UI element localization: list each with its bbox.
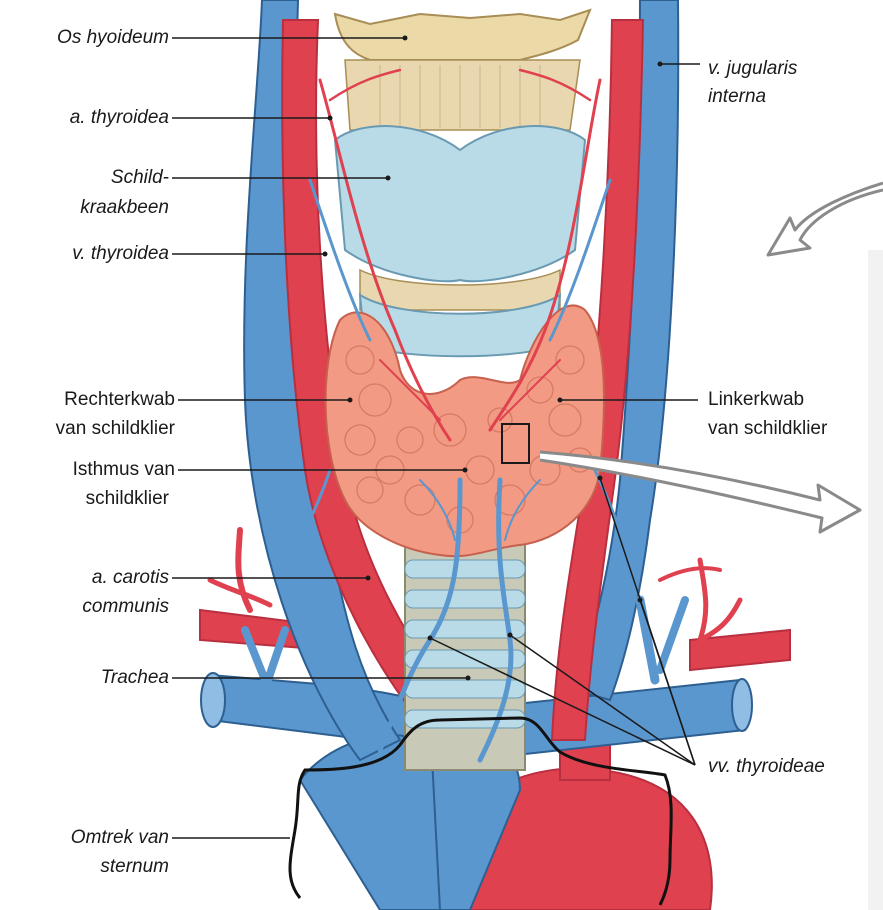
hyoid-bone bbox=[333, 8, 592, 61]
side-panel bbox=[868, 250, 883, 910]
leader-dots bbox=[322, 35, 663, 681]
label-omtrek-2: sternum bbox=[100, 856, 169, 877]
label-a-carotis-1: a. carotis bbox=[91, 567, 169, 588]
thyroid-cartilage bbox=[333, 125, 587, 283]
label-schildkraakbeen-1: Schild- bbox=[110, 167, 169, 188]
callout-arrows bbox=[539, 181, 883, 534]
label-a-carotis-2: communis bbox=[82, 596, 169, 617]
label-os-hyoideum: Os hyoideum bbox=[57, 27, 169, 48]
label-schildkraakbeen-2: kraakbeen bbox=[80, 197, 169, 218]
detail-box bbox=[501, 423, 530, 464]
label-vv-thyroideae: vv. thyroideae bbox=[708, 756, 825, 777]
label-trachea: Trachea bbox=[100, 667, 169, 688]
label-rechterkwab-1: Rechterkwab bbox=[64, 389, 175, 410]
leader-lines bbox=[172, 37, 700, 839]
thyroid-gland bbox=[324, 304, 606, 558]
small-branches bbox=[207, 527, 743, 685]
label-linkerkwab-2: van schildklier bbox=[708, 418, 828, 439]
thyroid-vessels bbox=[298, 68, 622, 763]
label-linkerkwab-1: Linkerkwab bbox=[708, 389, 805, 410]
label-v-jugularis-1: v. jugularis bbox=[708, 58, 798, 79]
label-isthmus-2: schildklier bbox=[85, 488, 169, 509]
label-rechterkwab-2: van schildklier bbox=[55, 418, 175, 439]
label-a-thyroidea: a. thyroidea bbox=[69, 107, 169, 128]
sternum-outline bbox=[288, 716, 673, 906]
label-omtrek-1: Omtrek van bbox=[70, 827, 169, 848]
label-v-jugularis-2: interna bbox=[708, 86, 767, 107]
label-isthmus-1: Isthmus van bbox=[72, 459, 175, 480]
label-v-thyroidea: v. thyroidea bbox=[72, 243, 169, 264]
thyrohyoid-membrane bbox=[344, 59, 581, 131]
